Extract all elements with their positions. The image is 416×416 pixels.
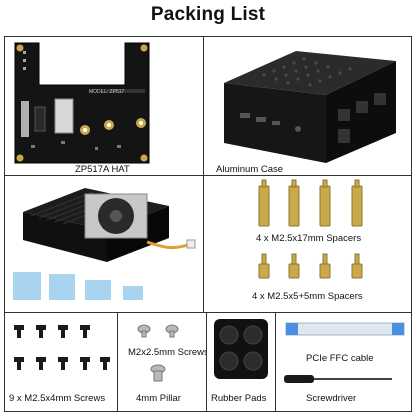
small-screws-cell: M2x2.5mm Screws 4mm Pillar: [117, 312, 209, 412]
rubber-pads-cell: Rubber Pads: [206, 312, 276, 412]
cooler-cell: [4, 175, 204, 313]
screws-label: 9 x M2.5x4mm Screws: [9, 393, 106, 404]
thermal-pad: [49, 274, 75, 300]
pillar-label: 4mm Pillar: [136, 393, 181, 404]
hat-label: ZP517A HAT: [75, 164, 130, 175]
board-marking: MODEL: ZP517: [89, 89, 125, 95]
screwdriver-label: Screwdriver: [306, 393, 357, 404]
spacers-image: [258, 179, 363, 279]
rubber-pads-image: [214, 319, 268, 379]
screws-cell: 9 x M2.5x4mm Screws: [4, 312, 118, 412]
case-label: Aluminum Case: [216, 164, 284, 175]
small-screws-image: [137, 324, 179, 382]
hat-cell: MODEL: ZP517 ZP517A HAT: [4, 36, 204, 176]
case-cell: Aluminum Case: [203, 36, 412, 176]
spacers-17mm-label: 4 x M2.5x17mm Spacers: [256, 233, 362, 244]
spacers-cell: 4 x M2.5x17mm Spacers 4 x M2.5x5+5mm Spa…: [203, 175, 412, 313]
ffc-cable-image: [284, 322, 405, 383]
page-title: Packing List: [150, 4, 266, 25]
m2-screws-label: M2x2.5mm Screws: [128, 347, 209, 358]
active-cooler-image: [13, 188, 196, 300]
thermal-pad: [85, 280, 111, 300]
screws-image: [14, 325, 110, 370]
cable-cell: PCIe FFC cable Screwdriver: [275, 312, 412, 412]
thermal-pad: [123, 286, 143, 300]
hat-board-image: [14, 42, 150, 164]
aluminum-case-image: [224, 51, 396, 163]
spacers-5mm-label: 4 x M2.5x5+5mm Spacers: [252, 291, 363, 302]
ffc-cable-label: PCIe FFC cable: [306, 353, 374, 364]
thermal-pad: [13, 272, 41, 300]
rubber-pads-label: Rubber Pads: [211, 393, 267, 404]
